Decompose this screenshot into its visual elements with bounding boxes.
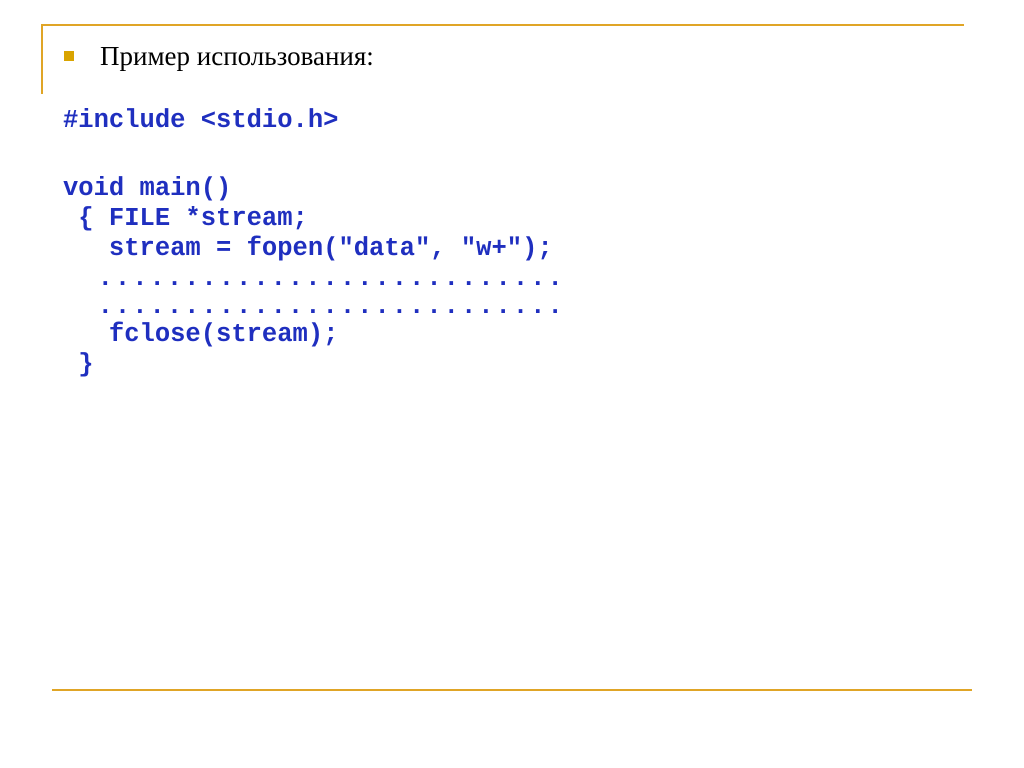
code-line-include: #include <stdio.h> [63, 106, 339, 135]
code-block: #include <stdio.h> void main() { FILE *st… [63, 106, 565, 380]
code-line-ellipsis-1: ........................... [63, 264, 565, 293]
bullet-item: Пример использования: [64, 36, 374, 76]
code-line-fopen: stream = fopen("data", "w+"); [63, 234, 553, 263]
code-line-closing-brace: } [63, 350, 94, 379]
code-line-declaration: { FILE *stream; [63, 204, 308, 233]
code-line-fclose: fclose(stream); [63, 320, 339, 349]
code-line-blank [63, 136, 565, 174]
code-line-main: void main() [63, 174, 232, 203]
left-accent-rule [41, 24, 43, 94]
square-bullet-icon [64, 51, 74, 61]
bottom-accent-rule [52, 689, 972, 691]
bullet-text: Пример использования: [100, 41, 374, 71]
top-accent-rule [41, 24, 964, 26]
code-line-ellipsis-2: ........................... [63, 292, 565, 321]
